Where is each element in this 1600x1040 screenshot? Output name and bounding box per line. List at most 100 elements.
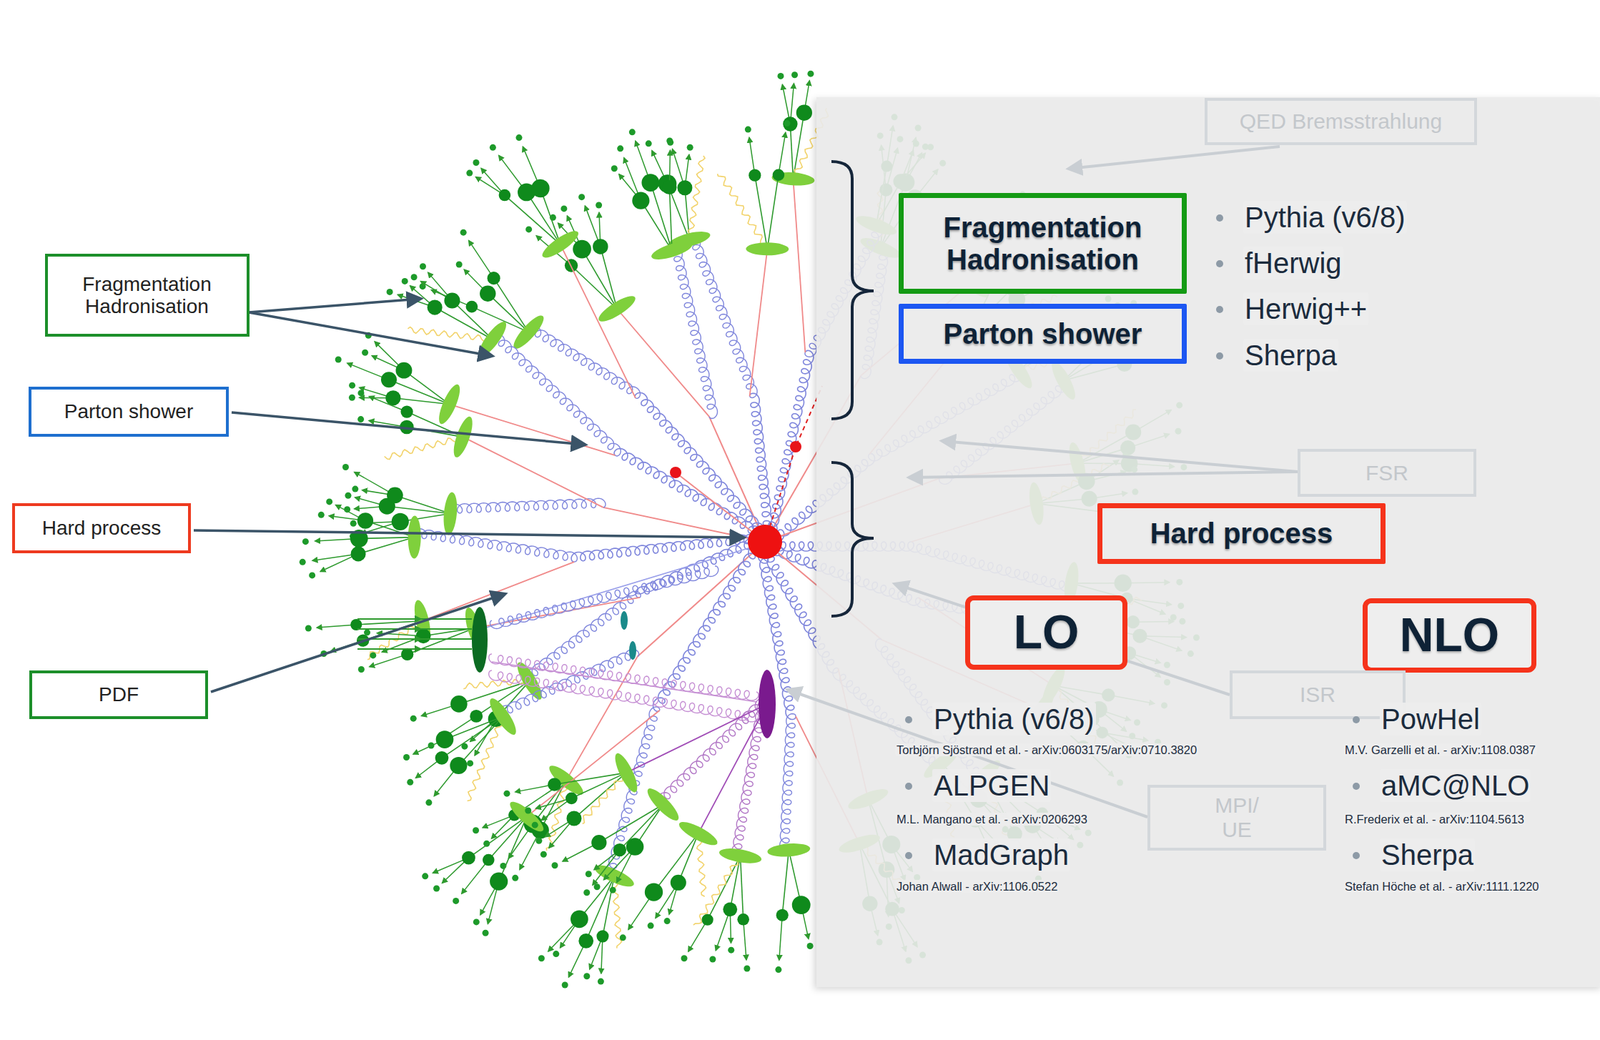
overlay-panel [816,97,1600,988]
braces [831,161,874,617]
hadron-dot [421,872,429,880]
hadron-line [468,816,527,858]
hadron-dot [626,837,645,856]
hadron-line [740,855,744,920]
hadron-line [526,192,560,245]
hadron-dot [461,851,476,866]
hadron-dot [363,629,371,636]
hadron-dot [299,559,306,566]
leader-arrow [248,312,492,357]
photon-line [582,772,627,825]
hadron-dot [647,922,655,930]
parton-line [491,662,757,703]
hadron-dot [667,139,674,146]
hadron-dot [680,955,688,962]
citation: Johan Alwall - arXiv:1106.0522 [895,880,1059,894]
hadron-dot [677,180,693,196]
hadron-line [789,123,793,179]
hadron-dot [572,240,592,259]
hadron-cluster [649,238,695,264]
hadron-dot [489,144,497,151]
hadron-dot [540,851,547,858]
hadron-dot [443,292,460,309]
citation: R.Frederix et al. - arXiv:1104.5613 [1343,812,1526,827]
faded-box: QED Bremsstrahlung [1204,97,1478,146]
bullet-dot [905,852,913,860]
hadron-dot [466,300,479,314]
hadron-dot [335,356,342,364]
hadron-dot [531,822,539,829]
mpi-line [698,704,768,834]
box-text: Hard process [42,516,162,540]
hadron-dot [702,914,714,926]
stage-box: Parton shower [898,303,1187,364]
faded-arrow [1068,146,1280,169]
tool-name: Sherpa [1379,838,1475,872]
tool-name: ALPGEN [932,769,1051,803]
hadron-dot [538,955,545,962]
tool-name: fHerwig [1243,246,1344,280]
gluon-line [689,235,758,398]
hadron-dot [772,168,785,181]
hadron-line [487,293,529,333]
tool-name: Sherpa [1243,338,1339,372]
photon-line [546,780,567,852]
hadron-line [458,716,503,766]
decay-line [461,860,489,894]
hadron-dot [551,862,559,869]
hadron-dot [305,625,312,632]
bullet-dot [1216,260,1224,268]
hadron-dot [401,648,414,661]
faded-box: FSR [1297,448,1477,497]
hadron-dot [482,854,495,867]
hadron-dot [416,628,432,644]
hadron-dot [722,902,738,917]
hadron-dot [386,288,394,296]
hadron-dot [427,299,443,315]
box-text: ISR [1299,682,1336,708]
hadron-cluster [595,291,639,326]
hadron-cluster [509,311,548,353]
tool-name: Pythia (v6/8) [1243,200,1407,234]
hadron-line [599,805,664,843]
hadron-line [729,855,740,910]
hadron-cluster [506,797,547,836]
hadron-dot [662,180,677,195]
quark-line [422,561,575,622]
hadron-dot [583,889,590,896]
leader-arrow [231,412,585,445]
hadron-dot [552,950,560,958]
tool-name: Pythia (v6/8) [932,702,1096,736]
hadron-dot [583,973,590,980]
hadron-dot [525,225,532,233]
hadron-dot [560,205,567,212]
hadron-cluster [449,414,477,460]
hadron-dot [472,827,479,834]
bullet-dot [1352,716,1360,724]
gluon-line [779,713,796,853]
hadron-dot [357,389,364,397]
hadron-dot [344,492,352,500]
box-text: Fragmentation Hadronisation [921,211,1165,276]
hadron-dot [411,273,418,281]
hadron-dot [351,546,367,562]
hadron-dot [609,887,617,894]
tool-name: PowHel [1379,702,1482,736]
beam-line [357,628,472,630]
remnant-ellipse [620,611,628,630]
hadron-line [554,772,627,785]
order-box: NLO [1362,598,1537,673]
quark-line [526,710,660,818]
hadron-line [640,200,672,251]
hadron-dot [348,382,356,389]
hadron-line [669,187,672,251]
hadron-dot [561,982,569,989]
photon-line [384,435,464,460]
faded-arrow [909,471,1298,478]
hadron-dot [473,918,480,926]
box-text: Parton shower [64,400,194,423]
gluon-line [527,325,641,399]
hadron-line [444,716,503,740]
leader-arrow [210,594,505,693]
tool-box: Fragmentation Hadronisation [45,253,250,337]
